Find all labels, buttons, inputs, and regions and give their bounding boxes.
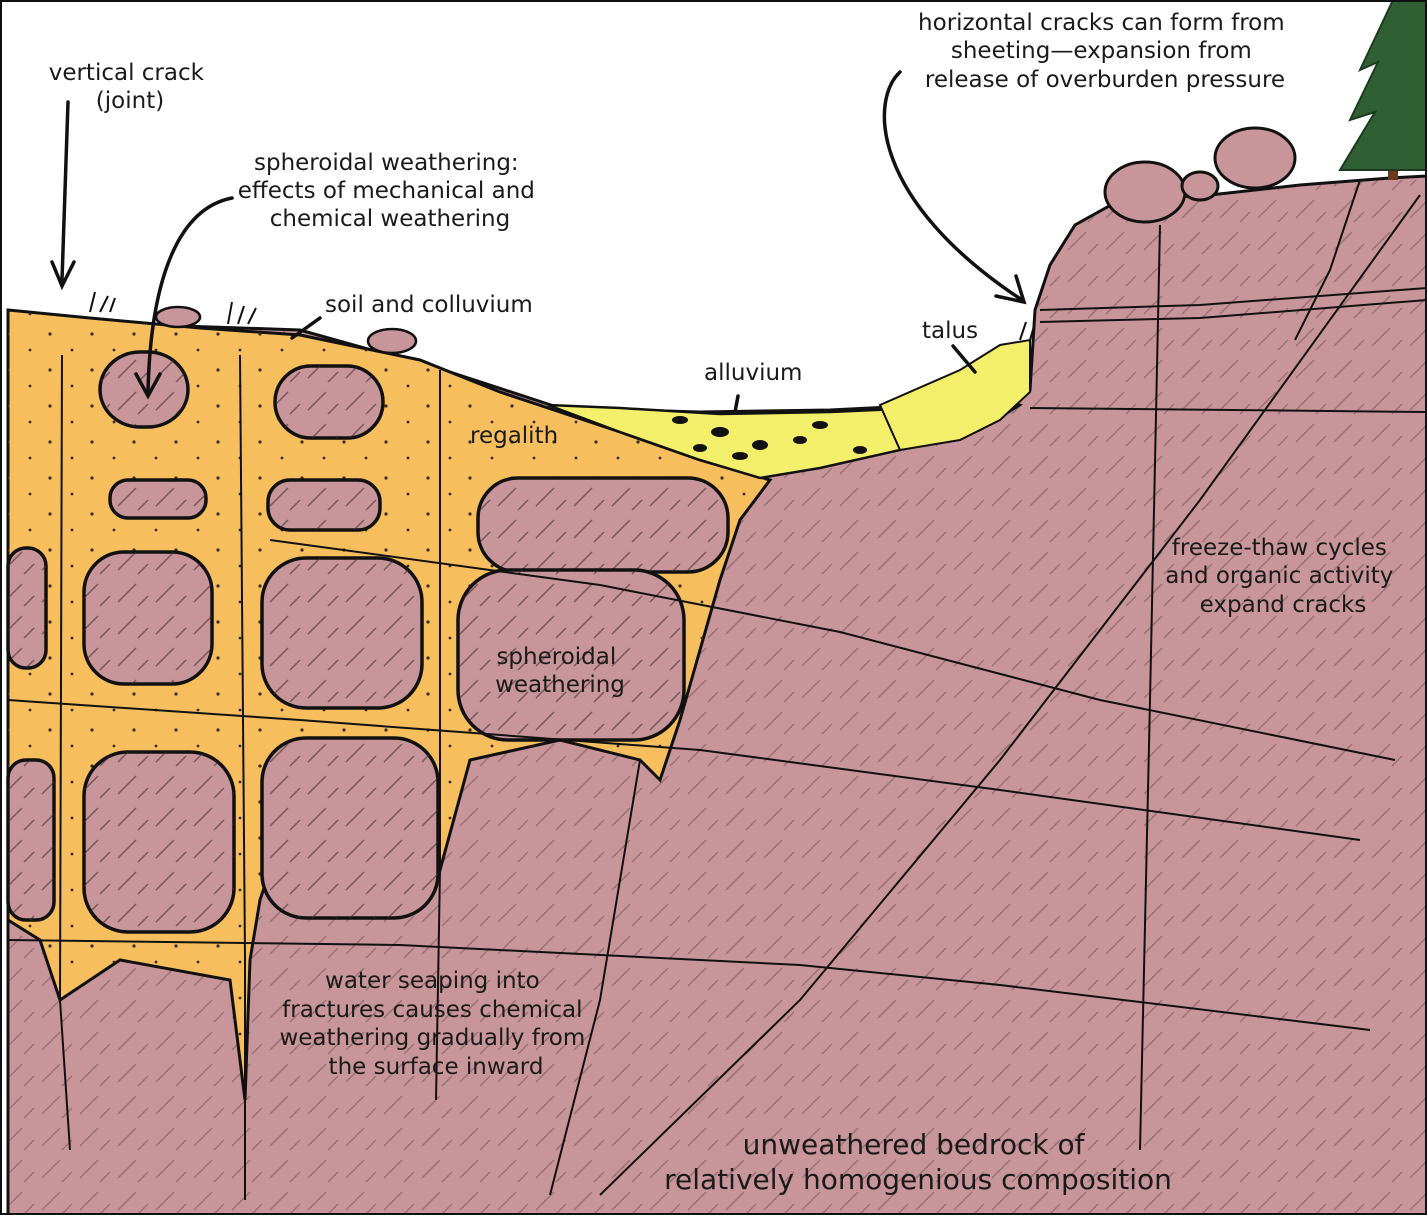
label-talus: talus [922,318,978,344]
label-vertical-crack: vertical crack (joint) [49,60,212,114]
corestone-hatch [275,366,383,438]
label-soil-colluvium: soil and colluvium [325,292,533,318]
corestone-hatch [110,480,206,518]
label-alluvium: alluvium [704,360,802,386]
arrow-vertical-crack [62,102,68,280]
corestone-hatch [8,760,54,920]
corestone-hatch [84,752,234,932]
label-spheroidal-top: spheroidal weathering: effects of mechan… [238,150,542,232]
pointer-alluvium [735,396,738,412]
tree-icon [1340,0,1427,180]
label-freeze-thaw: freeze-thaw cycles and organic activity … [1165,535,1400,618]
arrow-horizontal-cracks [884,72,1022,300]
corestone-hatch [478,478,728,572]
corestone-hatch [262,558,422,708]
corestone-hatch [268,480,380,530]
corestone-hatch [84,552,212,684]
label-horizontal-cracks: horizontal cracks can form from sheeting… [918,10,1292,93]
corestone-hatch [262,738,438,918]
corestone-hatch [8,548,46,668]
label-regalith: regalith [470,423,558,449]
